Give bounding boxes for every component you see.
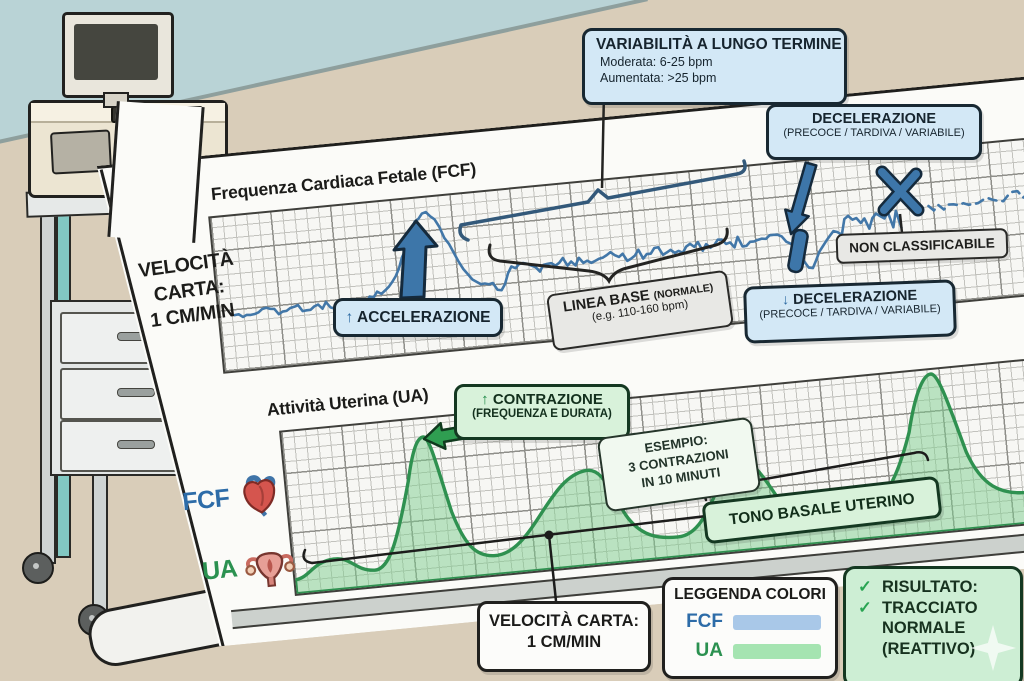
result-text2: TRACCIATO — [882, 598, 978, 617]
result-line1: ✓ RISULTATO: — [846, 577, 1020, 598]
variability-title: VARIABILITÀ A LUNGO TERMINE — [596, 36, 842, 53]
legend-title: LEGGENDA COLORI — [674, 586, 826, 603]
wheel-hub — [33, 563, 39, 569]
variability-moderate: Moderata: 6-25 bpm — [600, 55, 713, 69]
wheel-hub — [89, 615, 95, 621]
acceleration-title: ACCELERAZIONE — [357, 309, 491, 326]
deceleration-subtitle: (PRECOCE / TARDIVA / VARIABILE) — [783, 127, 965, 139]
paper-speed-line2: 1 CM/MIN — [526, 633, 602, 652]
variability-increased: Aumentata: >25 bpm — [600, 71, 717, 86]
check-icon: ✓ — [858, 578, 872, 596]
up-arrow-icon: ↑ — [481, 391, 489, 408]
result-line2: ✓ TRACCIATO — [846, 598, 1020, 619]
printer-paper-strip — [107, 101, 205, 243]
callout-variability: VARIABILITÀ A LUNGO TERMINE Moderata: 6-… — [582, 28, 847, 105]
result-line4: (REATTIVO) — [882, 639, 976, 658]
contraction-title: CONTRAZIONE — [492, 391, 603, 408]
callout-acceleration: ↑ ACCELERAZIONE — [333, 298, 503, 337]
down-arrow-icon: ↓ — [781, 292, 790, 309]
color-legend: LEGGENDA COLORI FCF UA — [662, 577, 838, 679]
callout-deceleration-mid: ↓ DECELERAZIONE (PRECOCE / TARDIVA / VAR… — [743, 279, 957, 344]
contraction-subtitle: (FREQUENZA E DURATA) — [472, 408, 612, 420]
check-icon: ✓ — [858, 598, 872, 617]
monitor-screen — [74, 24, 158, 80]
paper-speed-line1: VELOCITÀ CARTA: — [488, 612, 639, 630]
drawer-handle-icon — [117, 440, 155, 449]
callout-deceleration-top: DECELERAZIONE (PRECOCE / TARDIVA / VARIA… — [766, 104, 982, 160]
fcf-axis-label: FCF — [181, 483, 231, 516]
legend-fcf-label: FCF — [686, 611, 723, 632]
result-line3: NORMALE — [882, 619, 966, 638]
heart-icon — [234, 471, 284, 519]
legend-ua-label: UA — [695, 640, 723, 661]
fcf-color-swatch — [733, 614, 821, 630]
drawer-handle-icon — [117, 388, 155, 397]
cart-leg-front — [92, 470, 108, 614]
callout-contraction: ↑ CONTRAZIONE (FREQUENZA E DURATA) — [454, 384, 630, 440]
result-text1: RISULTATO: — [882, 578, 978, 596]
fcf-axis-legend: FCF — [180, 471, 284, 524]
paper-left-edge — [58, 62, 1024, 661]
deceleration-title: DECELERAZIONE — [811, 111, 937, 127]
up-arrow-icon: ↑ — [345, 309, 354, 326]
callout-result: ✓ RISULTATO: ✓ TRACCIATO NORMALE (REATTI… — [843, 566, 1023, 681]
monitor — [62, 12, 174, 98]
callout-non-classifiable: NON CLASSIFICABILE — [835, 228, 1009, 264]
ua-axis-label: UA — [200, 553, 239, 586]
cart-wheel-icon — [22, 552, 54, 584]
ua-color-swatch — [733, 643, 821, 659]
paper-speed-side-note: VELOCITÀ CARTA: 1 CM/MIN — [137, 247, 236, 333]
uterus-icon — [242, 540, 298, 591]
legend-row-fcf: FCF — [665, 611, 835, 633]
ua-axis-legend: UA — [200, 540, 298, 595]
callout-paper-speed: VELOCITÀ CARTA: 1 CM/MIN — [477, 601, 651, 672]
legend-row-ua: UA — [665, 640, 835, 662]
